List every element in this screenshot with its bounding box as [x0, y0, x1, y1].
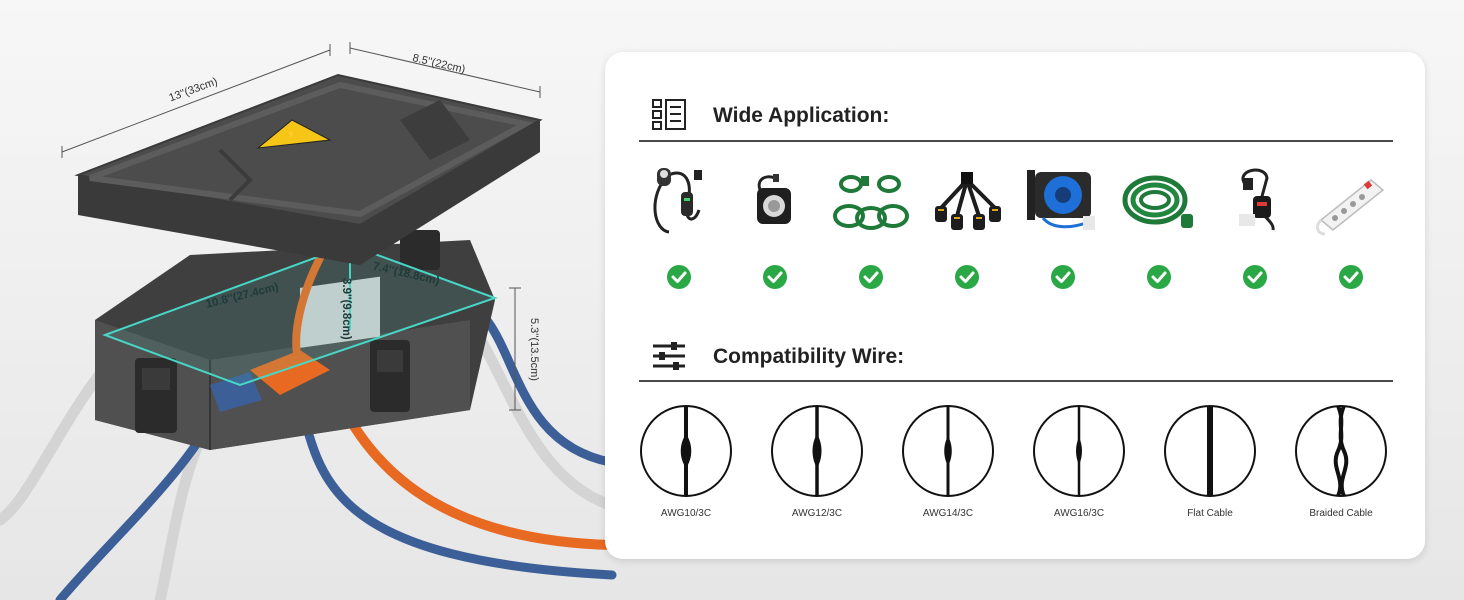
- wire-item-awg12: AWG12/3C: [762, 404, 872, 524]
- wire-item-awg10: AWG10/3C: [631, 404, 741, 524]
- wire-label: AWG16/3C: [1053, 508, 1105, 519]
- svg-text:⚡: ⚡: [286, 128, 297, 140]
- wide-application-divider: [639, 140, 1393, 142]
- awg10-wire-icon: [640, 405, 732, 497]
- app-item-green-coiled-extension-cord: [1119, 160, 1199, 300]
- gfci-cord-icon: [1239, 168, 1275, 231]
- outdoor-box-illustration: ⚡: [0, 42, 617, 600]
- awg16-wire-icon: [1033, 405, 1125, 497]
- check-icon: [859, 265, 883, 289]
- check-icon: [1147, 265, 1171, 289]
- wire-item-flat-cable: Flat Cable: [1155, 404, 1265, 524]
- app-item-power-strip: [1311, 160, 1391, 300]
- dim-height-label: 5.3''(13.5cm): [528, 318, 540, 381]
- app-item-ev-charger: [639, 160, 719, 300]
- wire-label: AWG14/3C: [922, 508, 974, 519]
- braided-cable-icon: [1295, 405, 1387, 497]
- inner-dimension-frame: [102, 243, 499, 387]
- wire-item-braided-cable: Braided Cable: [1286, 404, 1396, 524]
- wire-label: Flat Cable: [1187, 508, 1233, 519]
- ev-charger-icon: [653, 168, 702, 234]
- wire-label: AWG12/3C: [791, 508, 843, 519]
- check-icon: [1243, 265, 1267, 289]
- green-coiled-cord-icon: [1122, 175, 1193, 228]
- cord-reel-icon: [1027, 170, 1095, 230]
- outlet-timer-icon: [757, 174, 791, 224]
- wire-label: Braided Cable: [1309, 508, 1373, 519]
- app-item-gfci-cord: [1215, 160, 1295, 300]
- wire-item-awg16: AWG16/3C: [1024, 404, 1134, 524]
- check-icon: [763, 265, 787, 289]
- app-item-splitter-cord: [927, 160, 1007, 300]
- splitter-cord-icon: [935, 172, 1001, 230]
- sliders-icon: [653, 342, 685, 370]
- app-item-green-extension-cords: [831, 160, 911, 300]
- checklist-icon: [652, 99, 686, 130]
- app-item-outlet-timer: [735, 160, 815, 300]
- check-icon: [1051, 265, 1075, 289]
- compatibility-wire-divider: [639, 380, 1393, 382]
- check-icon: [955, 265, 979, 289]
- power-strip-icon: [1316, 179, 1385, 236]
- check-icon: [667, 265, 691, 289]
- awg12-wire-icon: [771, 405, 863, 497]
- check-icon: [1339, 265, 1363, 289]
- wire-label: AWG10/3C: [660, 508, 712, 519]
- wide-application-title: Wide Application:: [713, 104, 890, 127]
- flat-cable-icon: [1164, 405, 1256, 497]
- dim-inner-height-label: 3.9''(9.8cm): [340, 278, 352, 340]
- wire-item-awg14: AWG14/3C: [893, 404, 1003, 524]
- info-panel: Wide Application:: [605, 52, 1425, 559]
- compatibility-wire-title: Compatibility Wire:: [713, 345, 905, 368]
- awg14-wire-icon: [902, 405, 994, 497]
- green-extension-cords-icon: [833, 175, 909, 230]
- warning-sticker: [256, 119, 332, 149]
- app-item-cord-reel: [1023, 160, 1103, 300]
